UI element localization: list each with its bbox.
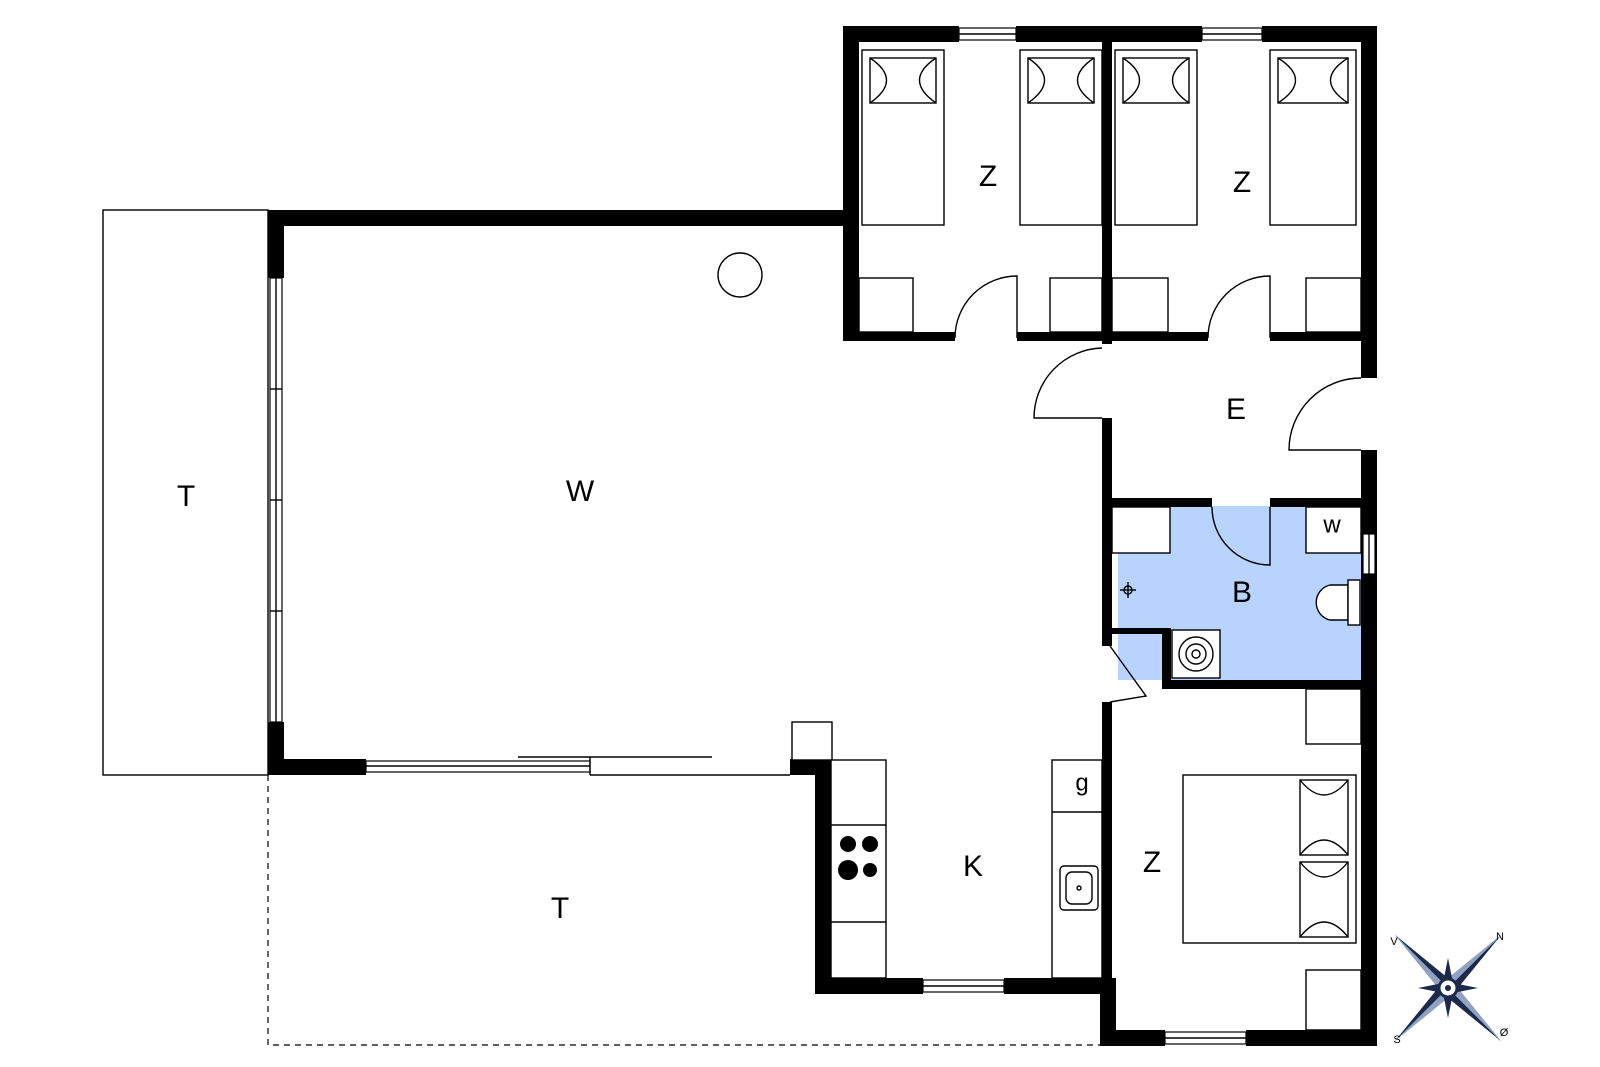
fridge-label: g — [1075, 769, 1088, 796]
terrace-south-label: T — [551, 892, 569, 925]
entrance-label: E — [1226, 393, 1246, 426]
bathroom-fixtures — [1111, 506, 1362, 679]
bedroom-se-furniture — [1182, 688, 1362, 1031]
bedroom-ne-label: Z — [1233, 166, 1251, 199]
compass-rose-icon — [1394, 934, 1502, 1042]
compass-north: N — [1496, 931, 1504, 943]
kitchen-fixtures — [830, 759, 1103, 979]
bathroom-label: B — [1232, 576, 1252, 609]
terrace-west — [102, 209, 269, 776]
walls — [268, 26, 1377, 1046]
bedroom-nw-furniture — [858, 49, 1103, 333]
bedroom-se-label: Z — [1143, 846, 1161, 879]
bedroom-ne-furniture — [1111, 49, 1362, 333]
living-furniture — [717, 252, 833, 761]
utility-label: w — [1322, 511, 1341, 538]
terrace-south-outline — [267, 775, 1102, 1046]
bedroom-nw-label: Z — [979, 160, 997, 193]
compass-south: S — [1393, 1034, 1400, 1046]
kitchen-label: K — [963, 850, 983, 883]
doors — [954, 275, 1362, 703]
terrace-west-label: T — [177, 480, 195, 513]
compass-west: V — [1390, 936, 1398, 948]
compass-east: Ø — [1500, 1027, 1509, 1039]
living-room-label: W — [566, 475, 595, 508]
windows — [269, 27, 1376, 1045]
